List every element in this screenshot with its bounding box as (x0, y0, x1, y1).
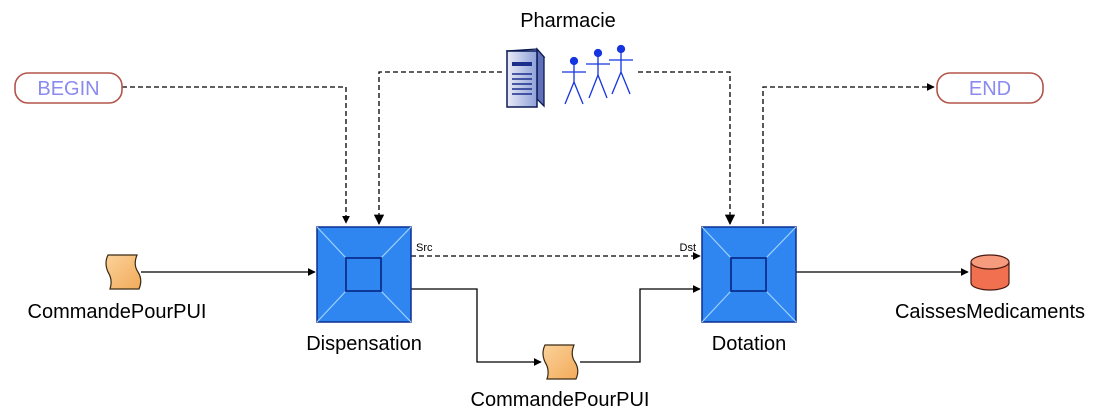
begin-label: BEGIN (37, 78, 99, 100)
input-document-label: CommandePourPUI (28, 301, 207, 323)
document-icon (542, 344, 579, 380)
begin-terminal[interactable]: BEGIN (14, 72, 123, 104)
dst-port-label: Dst (680, 242, 697, 254)
flow-dispensation-to-intermediate-document (411, 288, 542, 366)
flow-begin-to-dispensation (122, 86, 350, 224)
pharmacie-label: Pharmacie (520, 10, 616, 32)
flow-pharmacie-to-dispensation (373, 71, 502, 226)
pharmacie-actor-group[interactable]: Pharmacie (505, 10, 633, 108)
src-port-label: Src (416, 242, 433, 254)
activity-dispensation[interactable]: Dispensation (306, 226, 422, 355)
document-icon (105, 254, 142, 290)
dotation-label: Dotation (712, 333, 787, 355)
flow-intermediate-document-to-dotation (580, 285, 701, 363)
end-label: END (969, 78, 1011, 100)
database-cylinder-icon (970, 254, 1010, 291)
people-group-icon (562, 44, 633, 105)
end-terminal[interactable]: END (936, 72, 1044, 104)
activity-dotation[interactable]: Dotation (701, 226, 797, 355)
intermediate-document-label: CommandePourPUI (471, 389, 650, 409)
flow-dotation-to-end (762, 83, 935, 224)
input-document[interactable]: CommandePourPUI (28, 254, 207, 323)
output-store[interactable]: CaissesMedicaments (895, 254, 1085, 323)
dispensation-label: Dispensation (306, 333, 422, 355)
intermediate-document[interactable]: CommandePourPUI (471, 344, 650, 409)
flow-pharmacie-to-dotation (638, 71, 736, 226)
connectors (122, 71, 969, 366)
output-store-label: CaissesMedicaments (895, 301, 1085, 323)
server-icon (505, 47, 546, 108)
